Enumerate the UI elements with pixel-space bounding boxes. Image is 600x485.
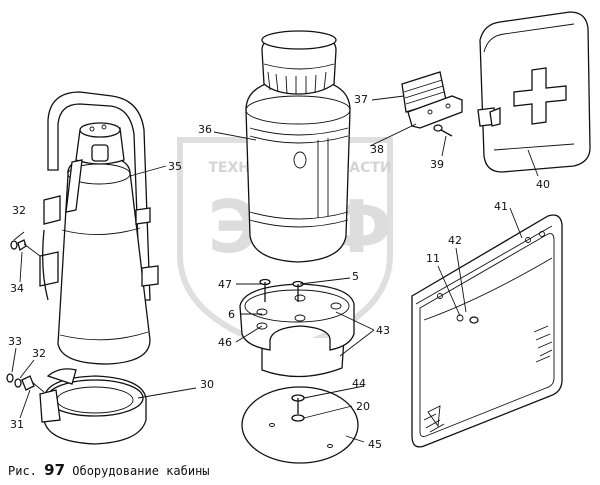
label-33: 33	[8, 335, 22, 348]
screw-31-32-33	[6, 373, 45, 393]
label-47: 47	[218, 278, 232, 291]
label-35: 35	[168, 160, 182, 173]
label-46: 46	[218, 336, 232, 349]
thermos-holder	[239, 283, 355, 378]
part-labels: 35 36 37 38 39 40 41 42 11 30 32 34 33 3…	[8, 93, 550, 451]
label-38: 38	[370, 143, 384, 156]
figure-caption: Рис. 97 Оборудование кабины	[8, 461, 210, 479]
document-pocket	[411, 214, 563, 448]
label-31: 31	[10, 418, 24, 431]
first-aid-box	[477, 11, 591, 173]
label-41: 41	[494, 200, 508, 213]
label-45: 45	[368, 438, 382, 451]
extinguisher-holder-ring	[39, 368, 147, 445]
hinge-bracket	[401, 71, 463, 129]
label-43: 43	[376, 324, 390, 337]
leader-lines	[11, 95, 539, 443]
label-30: 30	[200, 378, 214, 391]
label-6: 6	[228, 308, 235, 321]
label-5: 5	[352, 270, 359, 283]
thermos	[245, 30, 351, 263]
fire-extinguisher	[39, 91, 159, 365]
screw-32-34	[10, 239, 41, 257]
label-32-top: 32	[12, 204, 26, 217]
label-20: 20	[356, 400, 370, 413]
thermos-base-plate	[241, 386, 359, 464]
label-34: 34	[10, 282, 24, 295]
caption-title: Оборудование кабины	[72, 464, 210, 478]
caption-prefix: Рис.	[8, 464, 37, 478]
bolts-47-5	[259, 278, 304, 302]
label-42: 42	[448, 234, 462, 247]
caption-figure-number: 97	[44, 461, 66, 479]
label-44: 44	[352, 377, 366, 390]
label-32-bottom: 32	[32, 347, 46, 360]
label-39: 39	[430, 158, 444, 171]
label-36: 36	[198, 123, 212, 136]
label-37: 37	[354, 93, 368, 106]
bolt-39	[433, 124, 453, 137]
label-40: 40	[536, 178, 550, 191]
label-11: 11	[426, 252, 440, 265]
